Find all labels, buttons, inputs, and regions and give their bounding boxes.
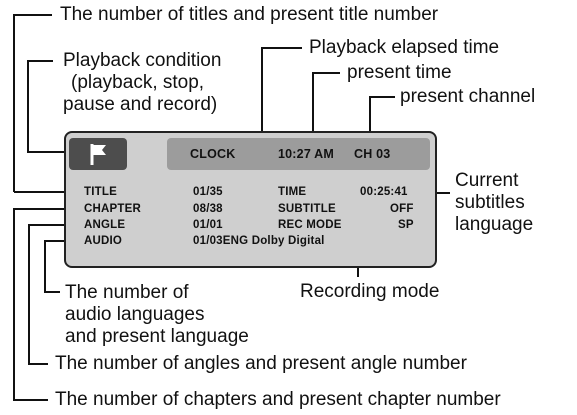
audio-label: AUDIO — [84, 235, 123, 247]
title-label: TITLE — [84, 186, 117, 198]
time-value: 00:25:41 — [360, 186, 408, 198]
present-channel-value: CH 03 — [354, 147, 391, 161]
present-time-leader — [312, 72, 340, 143]
clock-label: CLOCK — [190, 147, 236, 161]
chapters-leader — [13, 208, 78, 401]
chapter-value: 08/38 — [193, 203, 223, 215]
elapsed-time-callout: Playback elapsed time — [309, 37, 500, 58]
flag-icon — [90, 144, 106, 165]
titles-callout: The number of titles and present title n… — [60, 4, 439, 25]
subtitles-callout-line3: language — [455, 214, 534, 235]
rec-mode-label: REC MODE — [278, 219, 342, 231]
audio-callout-line3: and present language — [65, 326, 249, 347]
osd-header-bar — [167, 138, 430, 170]
playback-condition-callout-line2: (playback, stop, — [71, 72, 205, 93]
chapter-label: CHAPTER — [84, 203, 141, 215]
angle-value: 01/01 — [193, 219, 223, 231]
playback-condition-callout-line3: pause and record) — [63, 94, 218, 115]
rec-mode-value: SP — [398, 219, 414, 231]
audio-leader — [44, 240, 78, 293]
recording-mode-callout: Recording mode — [300, 281, 440, 302]
time-label: TIME — [278, 186, 307, 198]
title-value: 01/35 — [193, 186, 223, 198]
present-time-value: 10:27 AM — [278, 147, 335, 161]
chapters-callout: The number of chapters and present chapt… — [55, 389, 501, 410]
playback-condition-leader — [27, 60, 83, 153]
angle-label: ANGLE — [84, 219, 126, 231]
subtitles-callout-line1: Current — [455, 170, 519, 191]
titles-leader — [13, 14, 52, 192]
angles-callout: The number of angles and present angle n… — [55, 353, 467, 374]
subtitles-callout-line2: subtitles — [455, 192, 525, 213]
present-time-callout: present time — [347, 62, 452, 83]
audio-value: 01/03ENG Dolby Digital — [193, 235, 325, 247]
angles-leader — [28, 224, 78, 365]
audio-callout-line1: The number of — [65, 282, 189, 303]
playback-condition-callout-line1: Playback condition — [63, 50, 222, 71]
playback-status-box — [69, 138, 127, 170]
present-channel-callout: present channel — [400, 86, 536, 107]
audio-callout-line2: audio languages — [65, 304, 205, 325]
subtitle-value: OFF — [390, 203, 414, 215]
present-channel-leader — [369, 96, 395, 143]
subtitle-label: SUBTITLE — [278, 203, 336, 215]
